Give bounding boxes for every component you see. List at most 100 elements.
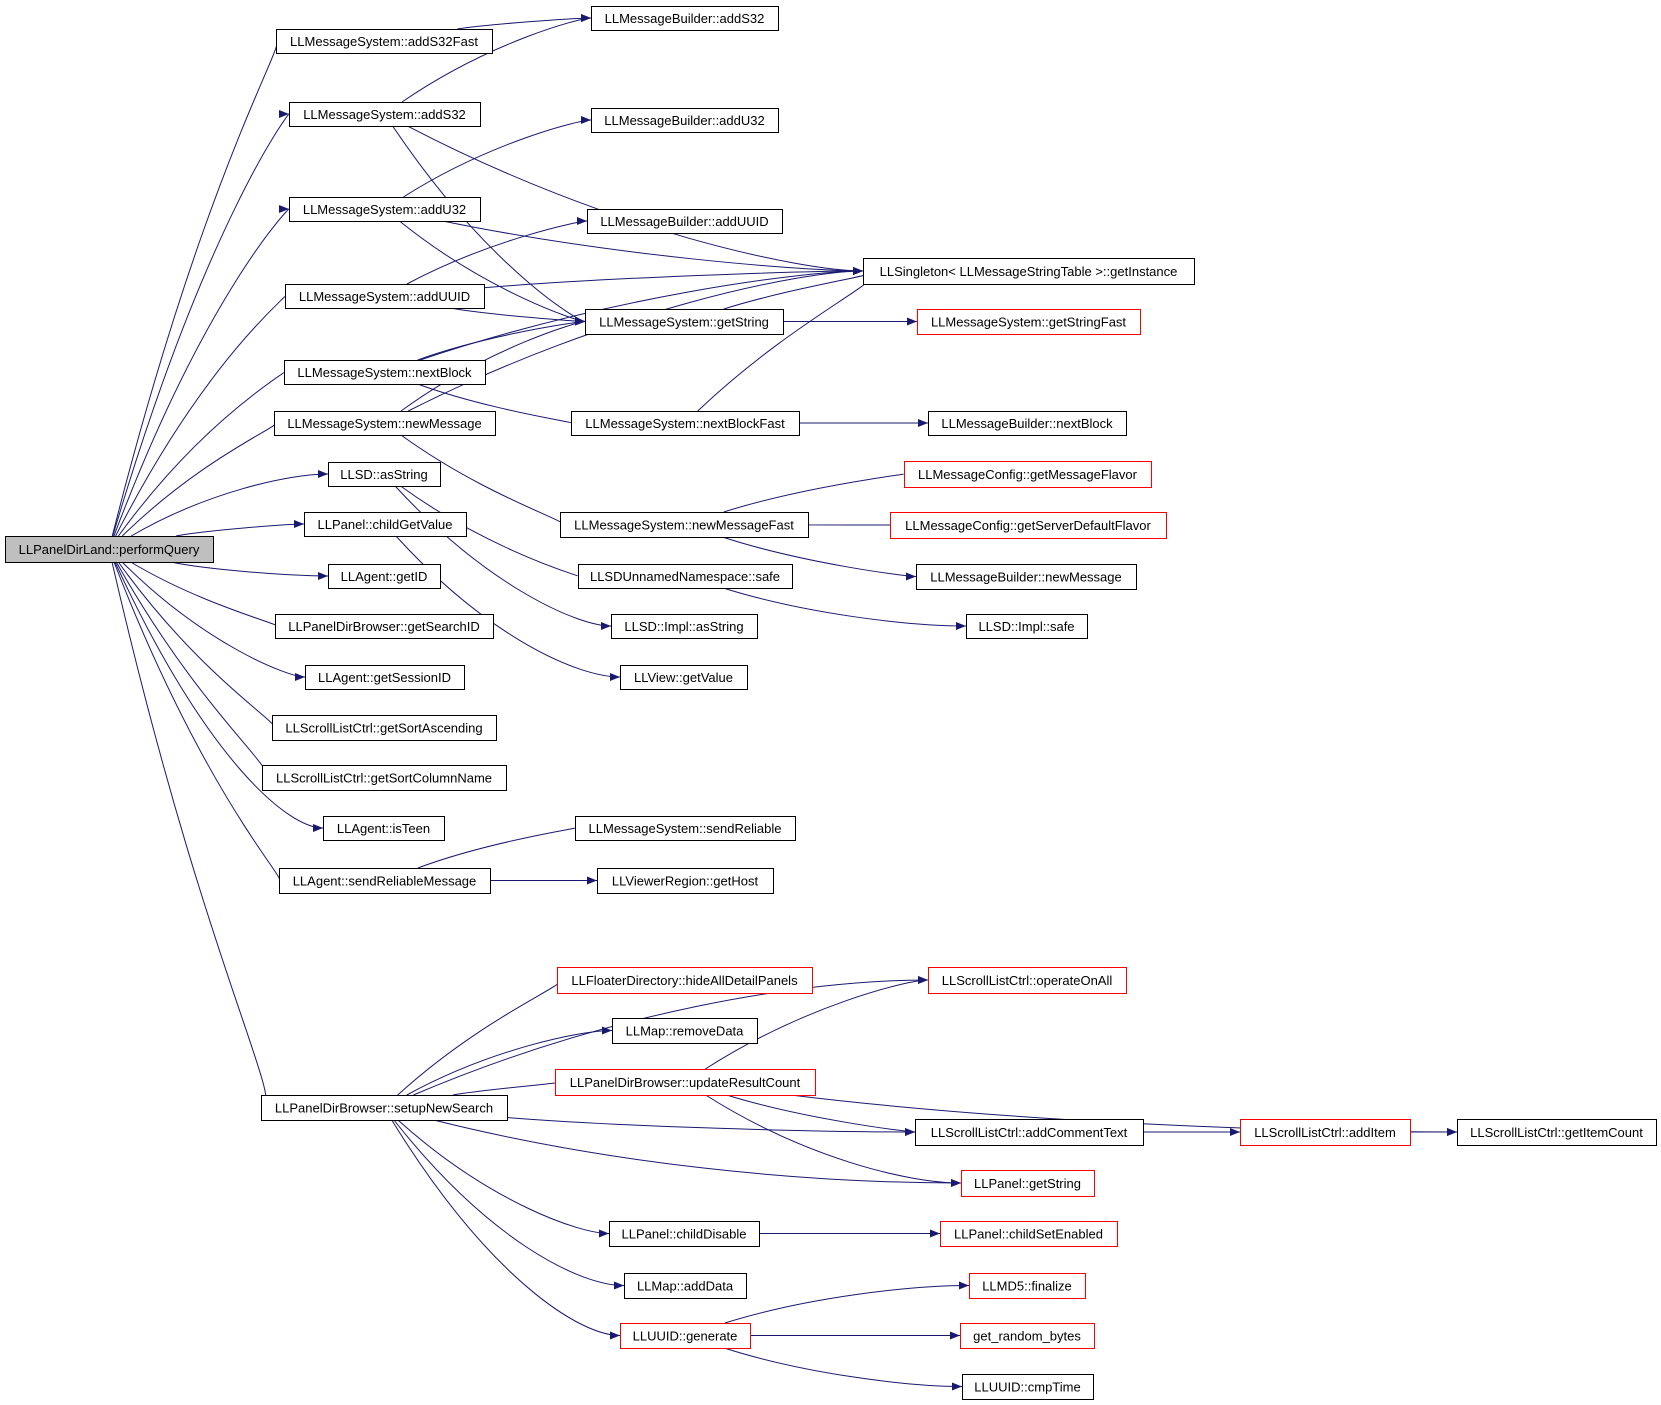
edge-root-to-agent_sendReliableMessage	[113, 561, 290, 885]
node-mb-addUUID[interactable]: LLMessageBuilder::addUUID	[587, 209, 783, 234]
node-vr-getHost[interactable]: LLViewerRegion::getHost	[597, 868, 774, 894]
node-box	[261, 1095, 508, 1121]
node-box	[1240, 1119, 1411, 1146]
edge-pdb_setupNewSearch-to-panel_childDisable	[397, 1119, 610, 1238]
edge-root-to-slc_getSortColumnName	[115, 561, 273, 782]
edge-pdb_setupNewSearch-to-slc_operateOnAll	[413, 976, 929, 1096]
node-ms-addUUID[interactable]: LLMessageSystem::addUUID	[285, 284, 485, 309]
node-pdb-setupNewSearch[interactable]: LLPanelDirBrowser::setupNewSearch	[261, 1095, 508, 1121]
node-ms-addS32[interactable]: LLMessageSystem::addS32	[289, 102, 481, 127]
edge-root-to-llsd_asString	[130, 470, 329, 537]
node-fd-hideAllDetailPanels[interactable]: LLFloaterDirectory::hideAllDetailPanels	[557, 967, 813, 994]
node-pdb-getSearchID[interactable]: LLPanelDirBrowser::getSearchID	[275, 614, 494, 639]
node-mb-nextBlock[interactable]: LLMessageBuilder::nextBlock	[928, 411, 1127, 436]
node-mb-addS32[interactable]: LLMessageBuilder::addS32	[591, 6, 779, 31]
node-get-random-bytes[interactable]: get_random_bytes	[960, 1323, 1095, 1349]
node-box	[863, 258, 1195, 285]
edge-ms_addS32-to-singleton	[407, 125, 864, 275]
edge-agent_sendReliableMessage-to-ms_sendReliable	[417, 824, 586, 869]
node-agent-sendReliableMessage[interactable]: LLAgent::sendReliableMessage	[279, 868, 491, 894]
node-uuid-cmpTime[interactable]: LLUUID::cmpTime	[962, 1374, 1094, 1400]
node-box	[274, 411, 496, 436]
node-box	[624, 1273, 747, 1299]
node-mb-addU32[interactable]: LLMessageBuilder::addU32	[591, 108, 779, 133]
node-label: LLSD::asString	[340, 467, 427, 482]
node-label: LLMessageSystem::getStringFast	[931, 315, 1126, 330]
node-ms-addU32[interactable]: LLMessageSystem::addU32	[289, 197, 481, 222]
node-box	[1457, 1119, 1657, 1146]
node-agent-getID[interactable]: LLAgent::getID	[328, 564, 441, 589]
node-agent-getSessionID[interactable]: LLAgent::getSessionID	[305, 665, 465, 690]
edge-uuid_generate-to-md5_finalize	[724, 1281, 970, 1324]
node-label: LLPanel::childGetValue	[318, 517, 453, 532]
node-llsd-safe-ns[interactable]: LLSDUnnamedNamespace::safe	[578, 564, 793, 589]
node-view-getValue[interactable]: LLView::getValue	[620, 665, 748, 690]
node-slc-getItemCount[interactable]: LLScrollListCtrl::getItemCount	[1457, 1119, 1657, 1146]
node-mb-newMessage[interactable]: LLMessageBuilder::newMessage	[916, 564, 1137, 590]
node-slc-addItem[interactable]: LLScrollListCtrl::addItem	[1240, 1119, 1411, 1146]
edge-root-to-ms_addS32	[112, 111, 290, 537]
node-label: LLMessageConfig::getServerDefaultFlavor	[905, 518, 1151, 533]
node-label: LLPanel::childSetEnabled	[954, 1227, 1103, 1242]
node-ms-getString[interactable]: LLMessageSystem::getString	[585, 309, 784, 335]
node-panel-getString[interactable]: LLPanel::getString	[961, 1170, 1095, 1197]
node-box	[917, 309, 1141, 335]
edge-pdb_setupNewSearch-to-pdb_updateResultCount	[452, 1078, 566, 1096]
edge-ms_newMessageFast-to-mc_getMessageFlavor	[723, 470, 915, 513]
node-label: LLScrollListCtrl::addItem	[1254, 1125, 1396, 1140]
edge-llsd_asString-to-impl_asString	[394, 485, 612, 630]
node-ms-getStringFast[interactable]: LLMessageSystem::getStringFast	[917, 309, 1141, 335]
node-slc-getSortAscending[interactable]: LLScrollListCtrl::getSortAscending	[272, 715, 497, 741]
node-label: LLScrollListCtrl::operateOnAll	[942, 973, 1113, 988]
edge-root-to-agent_getID	[170, 561, 329, 580]
node-singleton[interactable]: LLSingleton< LLMessageStringTable >::get…	[863, 258, 1195, 285]
edge-ms_newMessage-to-ms_getString	[400, 317, 586, 412]
node-map-addData[interactable]: LLMap::addData	[624, 1273, 747, 1299]
node-panel-childSetEnabled[interactable]: LLPanel::childSetEnabled	[940, 1221, 1118, 1247]
node-md5-finalize[interactable]: LLMD5::finalize	[969, 1273, 1086, 1299]
node-mc-getMessageFlavor[interactable]: LLMessageConfig::getMessageFlavor	[904, 461, 1152, 488]
node-label: LLMessageSystem::nextBlockFast	[585, 416, 785, 431]
node-label: LLMessageSystem::addS32	[303, 107, 466, 122]
node-map-removeData[interactable]: LLMap::removeData	[612, 1018, 758, 1044]
node-impl-asString[interactable]: LLSD::Impl::asString	[611, 614, 758, 639]
node-box	[928, 967, 1127, 994]
node-label: LLSD::Impl::asString	[624, 619, 743, 634]
edge-ms_addUUID-to-singleton	[483, 267, 864, 289]
node-ms-newMessageFast[interactable]: LLMessageSystem::newMessageFast	[560, 512, 809, 538]
node-slc-operateOnAll[interactable]: LLScrollListCtrl::operateOnAll	[928, 967, 1127, 994]
edge-pdb_setupNewSearch-to-panel_getString	[433, 1119, 962, 1187]
node-label: LLMD5::finalize	[982, 1279, 1072, 1294]
edge-root-to-ms_nextBlock	[117, 368, 295, 537]
node-box	[328, 462, 441, 487]
node-panel-childGetValue[interactable]: LLPanel::childGetValue	[304, 512, 467, 537]
edge-pdb_updateResultCount-to-slc_addCommentText	[726, 1094, 916, 1136]
node-label: LLMessageBuilder::nextBlock	[941, 416, 1113, 431]
node-box	[969, 1273, 1086, 1299]
node-ms-sendReliable[interactable]: LLMessageSystem::sendReliable	[575, 816, 796, 841]
node-panel-childDisable[interactable]: LLPanel::childDisable	[609, 1221, 760, 1247]
node-llsd-asString[interactable]: LLSD::asString	[328, 462, 441, 487]
node-uuid-generate[interactable]: LLUUID::generate	[620, 1323, 751, 1349]
edge-pdb_updateResultCount-to-panel_getString	[705, 1094, 962, 1187]
node-agent-isTeen[interactable]: LLAgent::isTeen	[323, 816, 445, 841]
edge-ms_nextBlock-to-singleton	[420, 267, 864, 361]
node-box	[597, 868, 774, 894]
node-impl-safe[interactable]: LLSD::Impl::safe	[966, 614, 1088, 639]
node-slc-getSortColumnName[interactable]: LLScrollListCtrl::getSortColumnName	[262, 765, 507, 791]
node-ms-newMessage[interactable]: LLMessageSystem::newMessage	[274, 411, 496, 436]
node-pdb-updateResultCount[interactable]: LLPanelDirBrowser::updateResultCount	[555, 1069, 816, 1096]
node-box	[289, 197, 481, 222]
node-ms-nextBlockFast[interactable]: LLMessageSystem::nextBlockFast	[571, 411, 800, 436]
edge-panel_childGetValue-to-view_getValue	[395, 535, 621, 681]
node-label: get_random_bytes	[973, 1329, 1081, 1344]
node-box	[555, 1069, 816, 1096]
node-mc-getServerDefaultFlavor[interactable]: LLMessageConfig::getServerDefaultFlavor	[890, 512, 1167, 539]
node-slc-addCommentText[interactable]: LLScrollListCtrl::addCommentText	[915, 1119, 1144, 1146]
node-box	[275, 614, 494, 639]
node-ms-nextBlock[interactable]: LLMessageSystem::nextBlock	[284, 360, 486, 385]
node-box	[328, 564, 441, 589]
node-ms-addS32Fast[interactable]: LLMessageSystem::addS32Fast	[276, 29, 493, 54]
node-root[interactable]: LLPanelDirLand::performQuery	[5, 536, 214, 563]
